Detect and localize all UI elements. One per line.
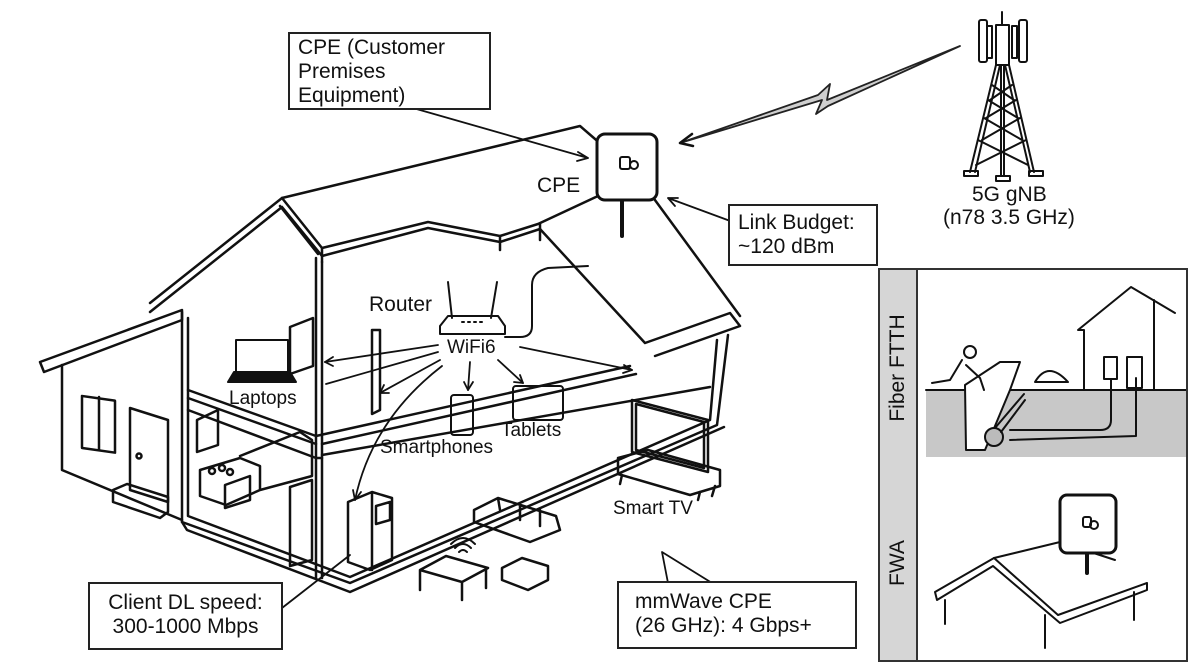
callout-line: mmWave CPE xyxy=(635,590,772,613)
callout-line: 300-1000 Mbps xyxy=(112,615,259,638)
callout-line: CPE (Customer xyxy=(298,36,446,59)
side-tab-fwa: FWA xyxy=(880,466,918,660)
callout-line: Client DL speed: xyxy=(108,591,263,614)
label-router: Router xyxy=(369,293,433,316)
label-gnb-band: (n78 3.5 GHz) xyxy=(943,206,1075,229)
smartphone-icon xyxy=(450,394,474,436)
gnb-tower-icon xyxy=(963,11,1044,182)
laptop-icon xyxy=(227,339,297,383)
house-drawing xyxy=(38,124,742,602)
cpe-antenna-icon xyxy=(595,132,659,238)
label-smart-tv: Smart TV xyxy=(613,498,693,519)
label-wifi6: WiFi6 xyxy=(447,337,496,358)
side-tab-label: Fiber FTTH xyxy=(886,314,909,422)
radio-link xyxy=(678,45,961,148)
label-cpe: CPE xyxy=(537,174,581,197)
label-tablets: Tablets xyxy=(501,420,562,441)
callout-line: Equipment) xyxy=(298,84,406,107)
arrowhead-icon xyxy=(678,132,695,148)
router-icon xyxy=(439,265,589,338)
smart-tv-icon xyxy=(630,398,710,474)
callout-line: (26 GHz): 4 Gbps+ xyxy=(635,614,812,637)
callout-link-budget: Link Budget: ~120 dBm xyxy=(728,204,878,266)
tablet-icon xyxy=(512,385,564,421)
sofa-icon xyxy=(472,496,562,544)
callout-line: Premises xyxy=(298,60,386,83)
fwa-illustration xyxy=(934,493,1148,649)
callout-mmwave-cpe: mmWave CPE (26 GHz): 4 Gbps+ xyxy=(617,581,857,649)
label-laptops: Laptops xyxy=(229,388,297,409)
callout-line: ~120 dBm xyxy=(738,235,835,258)
comparison-panel xyxy=(878,268,1188,662)
modem-cabinet-icon xyxy=(346,490,394,572)
side-tab-fiber-ftth: Fiber FTTH xyxy=(880,270,918,466)
fiber-ftth-illustration xyxy=(925,286,1187,457)
label-gnb-name: 5G gNB xyxy=(972,183,1047,206)
kitchen xyxy=(195,408,314,507)
coffee-table-icon xyxy=(418,554,490,602)
lightning-bolt-icon xyxy=(679,45,961,144)
label-smartphones: Smartphones xyxy=(380,437,494,458)
callout-line: Link Budget: xyxy=(738,211,855,234)
callout-leaders xyxy=(281,107,734,609)
wifi-signal-icon xyxy=(450,537,476,553)
front-steps xyxy=(111,482,170,520)
callout-cpe-definition: CPE (Customer Premises Equipment) xyxy=(288,32,491,110)
side-tab-label: FWA xyxy=(886,540,909,586)
callout-client-dl-speed: Client DL speed: 300-1000 Mbps xyxy=(88,582,283,650)
ottoman-icon xyxy=(500,556,550,592)
wifi-arrows xyxy=(324,344,633,501)
